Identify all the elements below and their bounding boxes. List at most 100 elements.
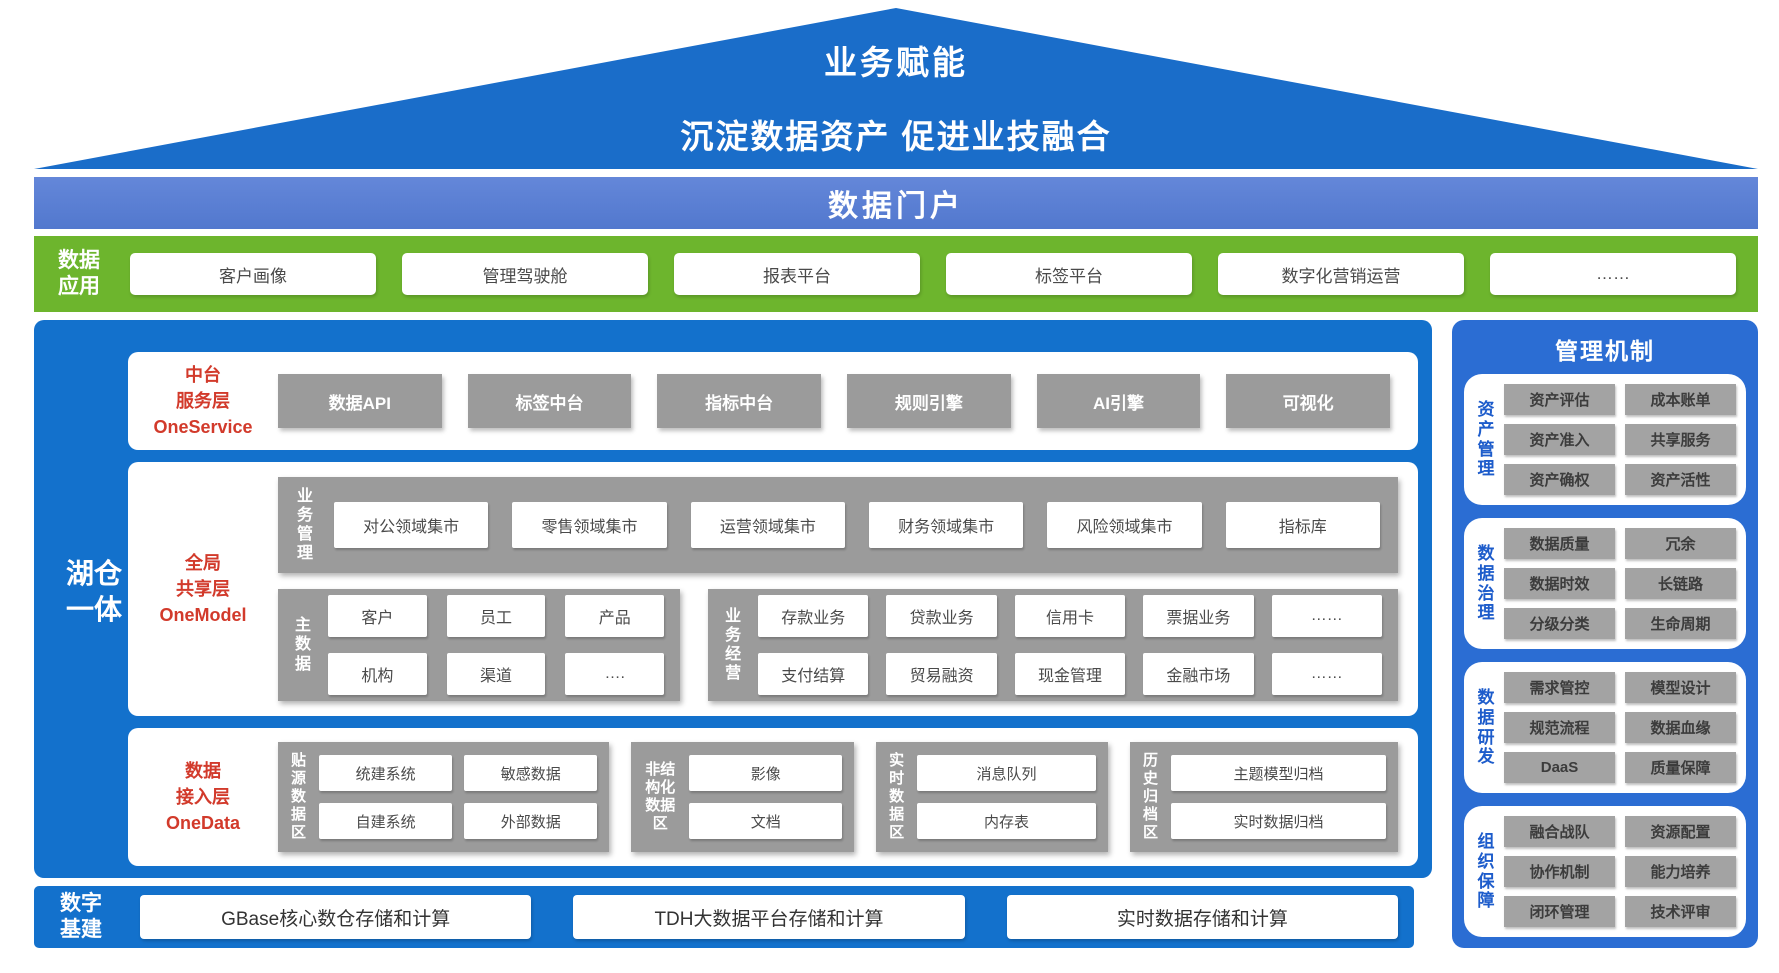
onemodel-row: 主数据 客户 员工 产品 机构 渠道 …. 业务经营 存款 [278,589,1398,701]
governance-panel: 管理机制 资产管理 资产评估 成本账单 资产准入 共享服务 资产确权 资产活性 … [1452,320,1758,948]
lakehouse-label-line: 一体 [65,594,122,626]
rnd-box-demand-control: 需求管控 [1504,672,1615,703]
governance-box-long-chain: 长链路 [1625,568,1736,599]
data-apps-label-line: 数据 [58,248,100,272]
source-box-external-data: 外部数据 [464,803,598,839]
onemodel-label-line: 全局 [185,552,221,573]
app-box-digital-marketing: 数字化营销运营 [1218,253,1464,295]
vision-banner: 业务赋能 沉淀数据资产 促进业技融合 [34,8,1758,169]
rnd-box-model-design: 模型设计 [1625,672,1736,703]
app-box-report-platform: 报表平台 [674,253,920,295]
oneservice-label-line: 中台 [185,364,221,385]
rnd-box-standard-process: 规范流程 [1504,712,1615,743]
ops-box-more-1: …… [1271,595,1382,637]
master-data-boxes: 客户 员工 产品 机构 渠道 …. [328,595,665,695]
onedata-label-line: 数据 [185,760,221,781]
org-box-resource-allocation: 资源配置 [1625,816,1736,847]
business-ops-label: 业务经营 [725,607,742,683]
oneservice-label-line: 服务层 [176,390,230,411]
zone-unstructured-data: 非结构化数据区 影像 文档 [631,742,855,852]
asset-box-shared-service: 共享服务 [1625,424,1736,455]
data-rnd-boxes: 需求管控 模型设计 规范流程 数据血缘 DaaS 质量保障 [1504,672,1736,783]
master-data-label: 主数据 [294,617,311,673]
asset-box-evaluation: 资产评估 [1504,384,1615,415]
asset-box-admission: 资产准入 [1504,424,1615,455]
asset-box-cost-bill: 成本账单 [1625,384,1736,415]
master-box-customer: 客户 [328,595,427,637]
realtime-box-memory-table: 内存表 [917,803,1096,839]
oneservice-label-line: OneService [153,417,253,438]
asset-mgmt-boxes: 资产评估 成本账单 资产准入 共享服务 资产确权 资产活性 [1504,384,1736,495]
zone-realtime-boxes: 消息队列 内存表 [917,755,1096,839]
ops-box-trade-finance: 贸易融资 [886,653,997,695]
business-ops-boxes: 存款业务 贷款业务 信用卡 票据业务 …… 支付结算 贸易融资 现金管理 金融市… [758,595,1382,695]
oneservice-items: 数据API 标签中台 指标中台 规则引擎 AI引擎 可视化 [278,352,1418,450]
infra-box-realtime: 实时数据存储和计算 [1006,895,1398,939]
service-box-data-api: 数据API [278,374,442,428]
ops-box-cash-mgmt: 现金管理 [1014,653,1126,695]
infrastructure-items: GBase核心数仓存储和计算 TDH大数据平台存储和计算 实时数据存储和计算 [140,895,1398,939]
governance-card-asset-mgmt: 资产管理 资产评估 成本账单 资产准入 共享服务 资产确权 资产活性 [1464,374,1746,505]
infrastructure-label-line: 基建 [60,918,102,941]
org-box-collaboration: 协作机制 [1504,856,1615,887]
unstructured-box-document: 文档 [689,803,843,839]
lakehouse-panel: 湖仓 一体 中台 服务层 OneService 数据API 标签中台 指标中台 … [34,320,1432,878]
master-data-band: 主数据 客户 员工 产品 机构 渠道 …. [278,589,681,701]
rnd-box-daas: DaaS [1504,752,1615,783]
governance-box-quality: 数据质量 [1504,528,1615,559]
asset-box-activity: 资产活性 [1625,464,1736,495]
data-portal-bar: 数据门户 [34,177,1758,229]
onedata-label-line: OneData [165,813,241,834]
oneservice-layer: 中台 服务层 OneService 数据API 标签中台 指标中台 规则引擎 A… [128,352,1418,450]
master-box-institution: 机构 [328,653,427,695]
onemodel-label-line: 共享层 [176,578,230,599]
zone-source-label: 贴源数据区 [290,752,306,841]
source-box-unified-systems: 统建系统 [319,755,453,791]
app-box-more: …… [1490,253,1736,295]
infrastructure-label: 数字 基建 [48,891,114,944]
governance-box-timeliness: 数据时效 [1504,568,1615,599]
vision-title: 业务赋能 [824,44,968,81]
mart-box-risk: 风险领域集市 [1047,502,1202,548]
onemodel-label: 全局 共享层 OneModel [128,462,278,716]
data-apps-layer: 数据 应用 客户画像 管理驾驶舱 报表平台 标签平台 数字化营销运营 …… [34,236,1758,312]
lakehouse-label: 湖仓 一体 [56,556,132,629]
mart-box-corporate: 对公领域集市 [334,502,489,548]
ops-box-deposit: 存款业务 [758,595,869,637]
data-apps-label: 数据 应用 [46,248,112,301]
zone-source-boxes: 统建系统 敏感数据 自建系统 外部数据 [319,755,598,839]
infra-box-gbase: GBase核心数仓存储和计算 [140,895,532,939]
ops-box-credit-card: 信用卡 [1014,595,1126,637]
data-rnd-label: 数据研发 [1477,688,1495,767]
org-box-capability: 能力培养 [1625,856,1736,887]
master-box-channel: 渠道 [446,653,546,695]
onedata-label: 数据 接入层 OneData [128,728,278,866]
mart-box-indicator-library: 指标库 [1225,502,1380,548]
data-governance-boxes: 数据质量 冗余 数据时效 长链路 分级分类 生命周期 [1504,528,1736,639]
zone-archive-label: 历史归档区 [1142,752,1158,841]
org-support-boxes: 融合战队 资源配置 协作机制 能力培养 闭环管理 技术评审 [1504,816,1736,927]
master-box-employee: 员工 [446,595,546,637]
infrastructure-label-line: 数字 [60,891,102,915]
zone-realtime-data: 实时数据区 消息队列 内存表 [876,742,1108,852]
ops-box-payment: 支付结算 [758,653,869,695]
onemodel-label-line: OneModel [159,605,247,626]
zone-unstructured-label: 非结构化数据区 [645,761,676,832]
source-box-sensitive-data: 敏感数据 [464,755,598,791]
realtime-box-message-queue: 消息队列 [917,755,1096,791]
governance-cards: 资产管理 资产评估 成本账单 资产准入 共享服务 资产确权 资产活性 数据治理 … [1452,372,1758,951]
unstructured-box-image: 影像 [689,755,843,791]
app-box-customer-profile: 客户画像 [130,253,376,295]
service-box-visualization: 可视化 [1226,374,1391,428]
asset-box-ownership: 资产确权 [1504,464,1615,495]
zone-archive-boxes: 主题模型归档 实时数据归档 [1170,755,1386,839]
business-ops-band: 业务经营 存款业务 贷款业务 信用卡 票据业务 …… 支付结算 贸易融资 现金管… [708,589,1398,701]
master-box-product: 产品 [565,595,665,637]
mart-box-finance: 财务领域集市 [868,502,1024,548]
onedata-label-line: 接入层 [176,786,230,807]
oneservice-label: 中台 服务层 OneService [128,352,278,450]
zone-source-data: 贴源数据区 统建系统 敏感数据 自建系统 外部数据 [278,742,610,852]
ops-box-loan: 贷款业务 [886,595,997,637]
ops-box-financial-market: 金融市场 [1143,653,1254,695]
